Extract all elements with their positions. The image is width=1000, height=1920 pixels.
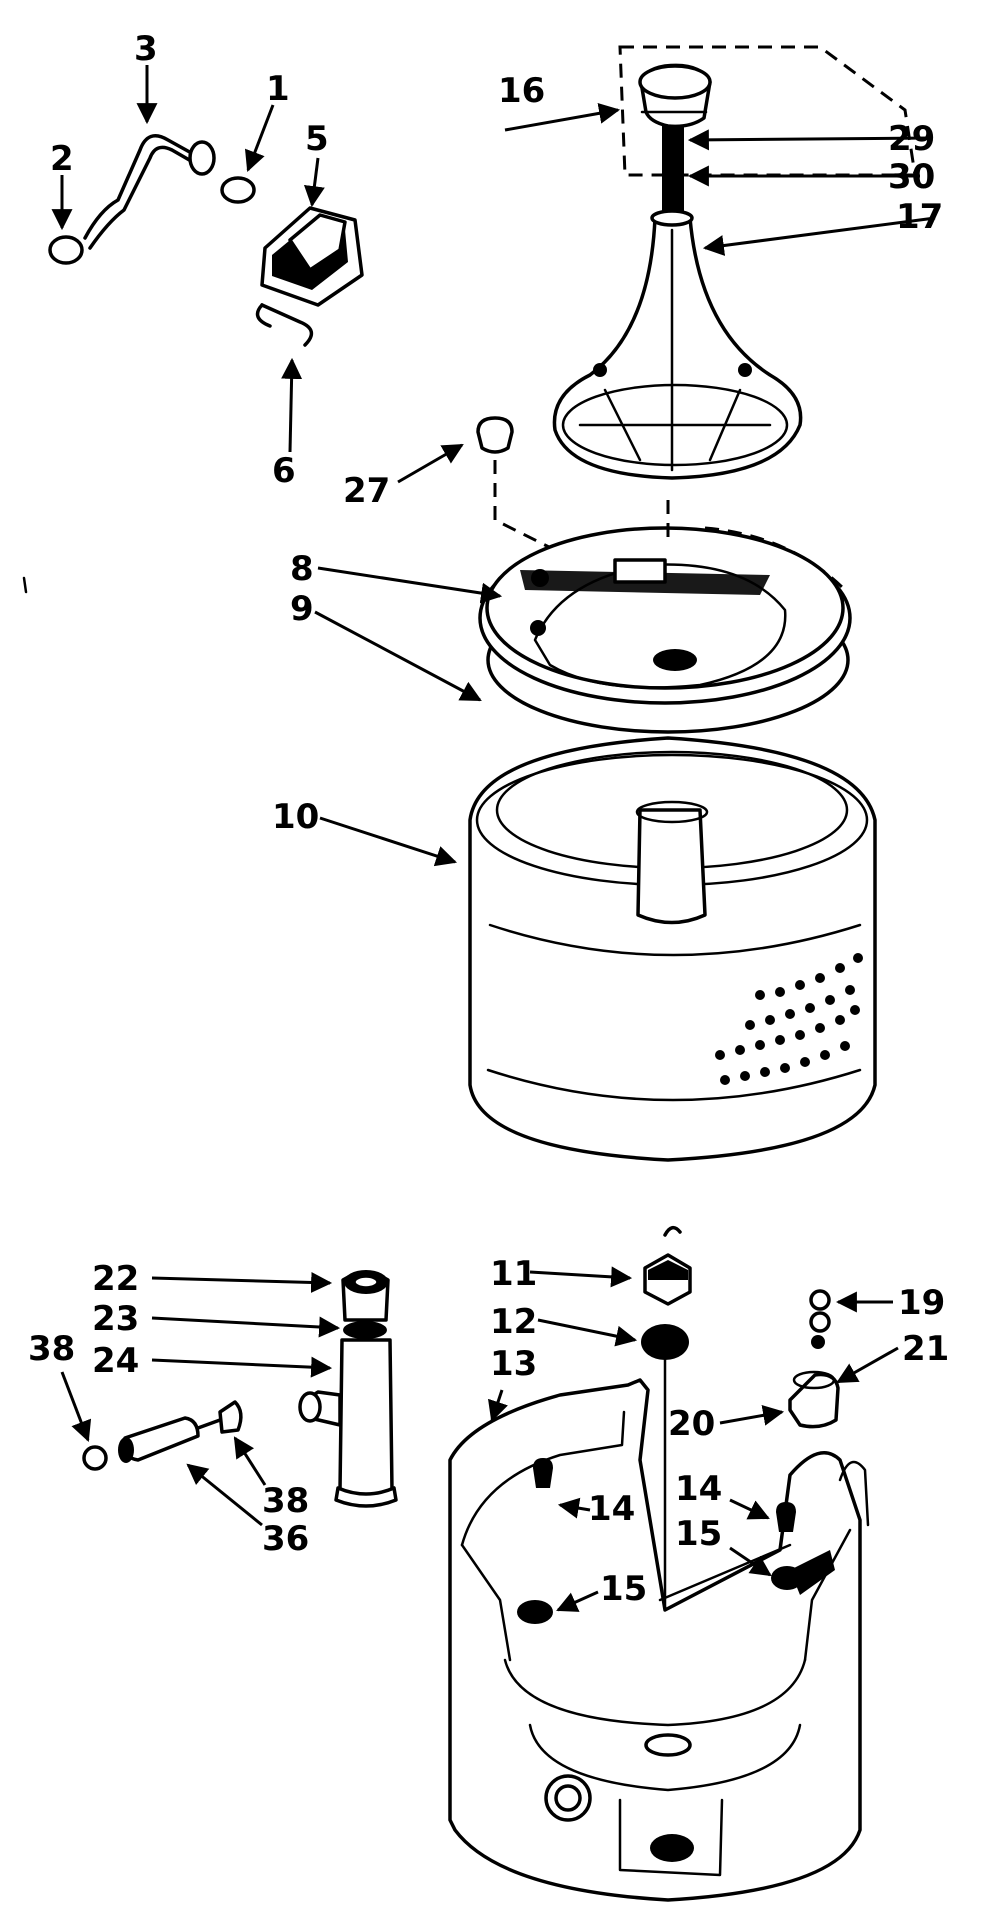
part-lid-switch <box>255 206 364 347</box>
callout-29: 29 <box>888 119 935 159</box>
callout-36: 36 <box>262 1519 309 1559</box>
callout-30: 30 <box>888 157 935 197</box>
callout-6: 6 <box>272 451 296 491</box>
callout-20: 20 <box>668 1404 715 1444</box>
callout-5: 5 <box>305 119 329 159</box>
callout-38-right: 38 <box>262 1481 309 1521</box>
callout-9: 9 <box>290 589 314 629</box>
part-hose-assembly <box>48 134 256 265</box>
callout-22: 22 <box>92 1259 139 1299</box>
stray-mark <box>22 576 28 594</box>
part-drain-pipe <box>298 1270 398 1508</box>
callout-23: 23 <box>92 1299 139 1339</box>
part-small-hose <box>82 1400 243 1471</box>
callout-labels: 3 1 5 2 6 16 29 30 17 27 8 9 10 11 12 13… <box>28 29 949 1609</box>
callout-13: 13 <box>490 1344 537 1384</box>
leader-lines <box>51 65 936 1612</box>
part-spin-basket <box>468 736 877 1162</box>
callout-15-left: 15 <box>600 1569 647 1609</box>
callout-19: 19 <box>898 1283 945 1323</box>
callout-15-right: 15 <box>675 1514 722 1554</box>
callout-11: 11 <box>490 1254 537 1294</box>
callout-27: 27 <box>343 471 390 511</box>
part-fitting-19-21 <box>788 1289 840 1429</box>
part-cap-27 <box>476 416 556 552</box>
callout-2: 2 <box>50 139 74 179</box>
part-outer-tub <box>448 1378 870 1902</box>
callout-17: 17 <box>896 197 943 237</box>
part-agitator-cap-knob <box>618 45 917 216</box>
callout-14-left: 14 <box>588 1489 635 1529</box>
basket-perforations <box>715 953 863 1085</box>
callout-8: 8 <box>290 549 314 589</box>
callout-12: 12 <box>490 1302 537 1342</box>
callout-1: 1 <box>266 69 290 109</box>
callout-38-left: 38 <box>28 1329 75 1369</box>
part-tub-ring <box>478 500 852 734</box>
callout-21: 21 <box>902 1329 949 1369</box>
part-agitator <box>552 209 803 480</box>
callout-3: 3 <box>134 29 158 69</box>
callout-24: 24 <box>92 1341 139 1381</box>
callout-16: 16 <box>498 71 545 111</box>
callout-14-right: 14 <box>675 1469 722 1509</box>
callout-10: 10 <box>272 797 319 837</box>
